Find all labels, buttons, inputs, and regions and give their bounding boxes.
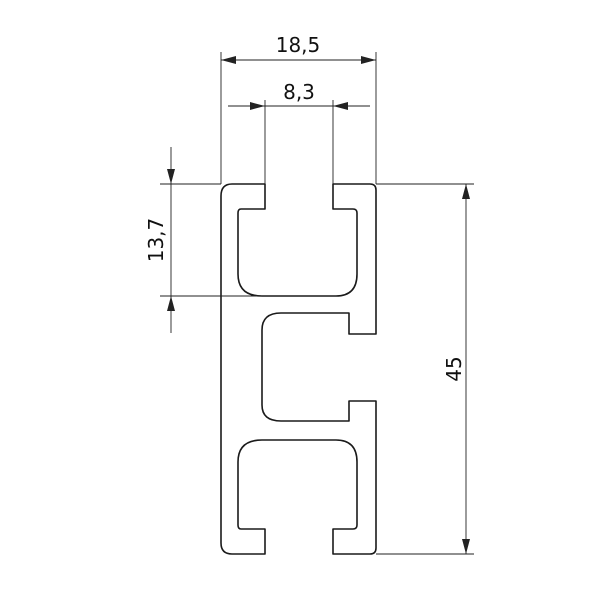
profile-outer-contour [220,183,377,555]
slot-opening-label: 8,3 [283,80,315,104]
slot-depth-label: 13,7 [144,218,168,263]
arrow-down-icon [167,169,175,184]
overall-height-label: 45 [442,356,466,381]
dimension-slot-opening: 8,3 [228,80,370,184]
arrow-up-icon [167,296,175,311]
arrow-left-icon [221,56,236,64]
arrow-up-icon [462,184,470,199]
arrow-right-icon [361,56,376,64]
arrow-left-icon [333,102,348,110]
arrow-right-icon [250,102,265,110]
profile-outline [220,183,377,555]
dimension-overall-height: 45 [376,183,474,555]
arrow-down-icon [462,539,470,554]
dimension-slot-depth: 13,7 [144,147,262,333]
dimension-overall-width: 18,5 [220,33,377,184]
overall-width-label: 18,5 [276,33,321,57]
